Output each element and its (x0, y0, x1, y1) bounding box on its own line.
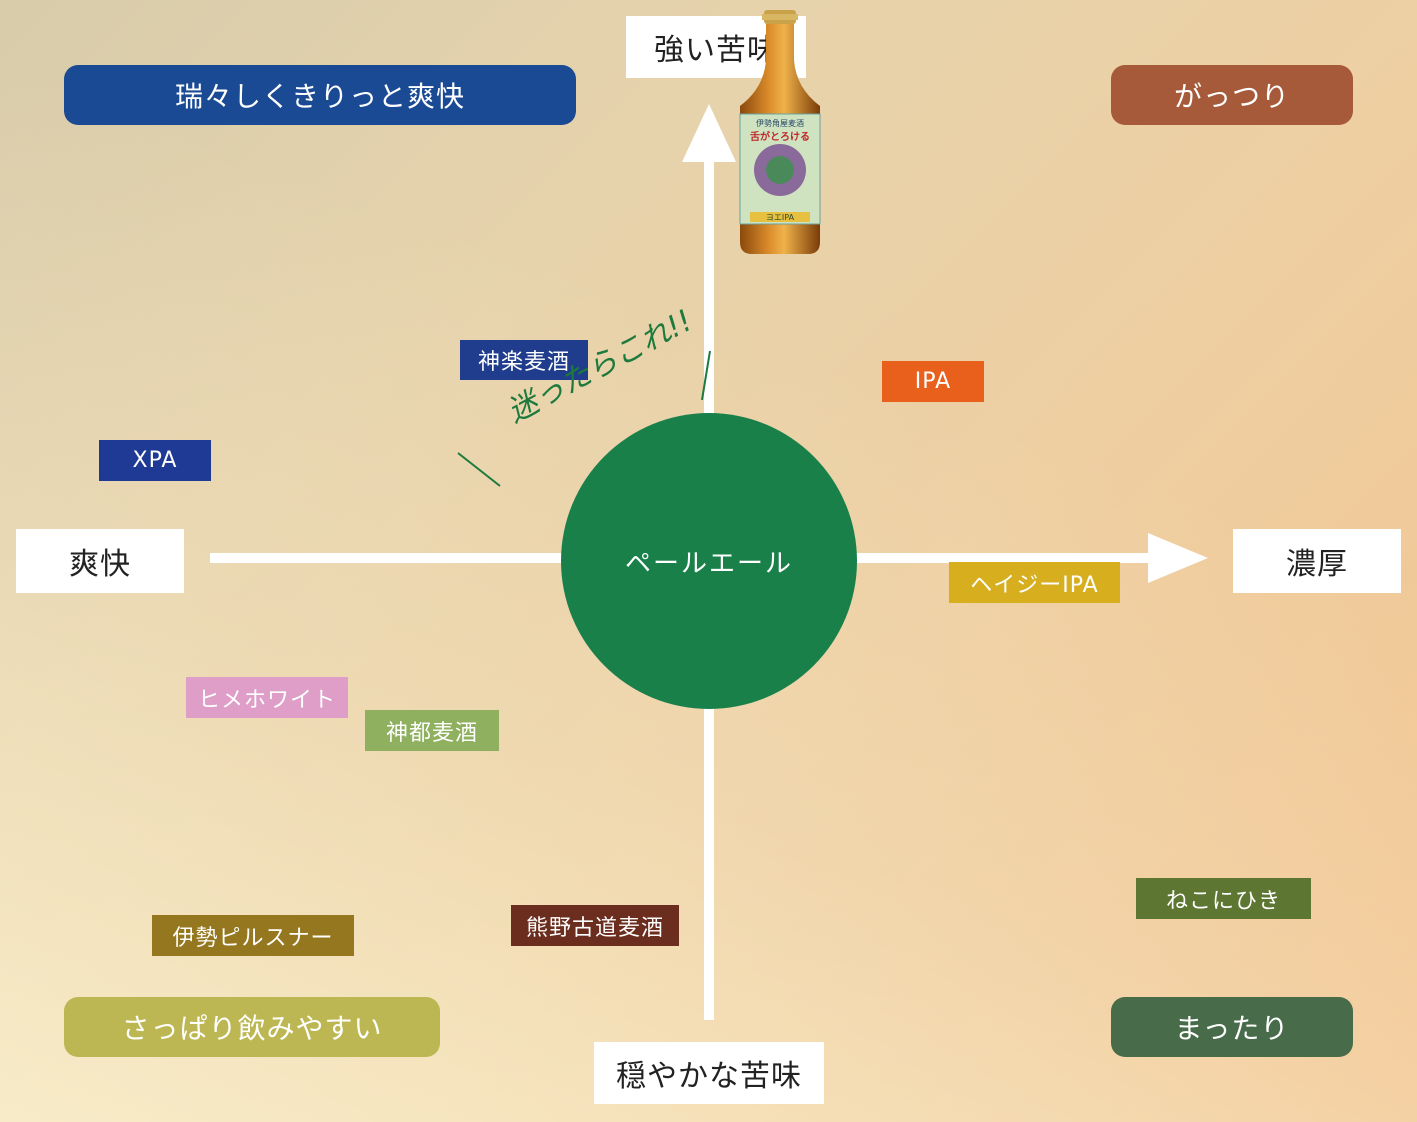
axis-label-bottom: 穏やかな苦味 (594, 1042, 824, 1104)
beer-tag-xpa: XPA (99, 440, 211, 481)
corner-label-top-left: 瑞々しくきりっと爽快 (64, 65, 576, 125)
beer-tag-kumano: 熊野古道麦酒 (511, 905, 679, 946)
beer-tag-shinto: 神都麦酒 (365, 710, 499, 751)
beer-bottle-image: 伊勢角屋麦酒 舌がとろける ヨエIPA (739, 10, 821, 254)
corner-label-bottom-left: さっぱり飲みやすい (64, 997, 440, 1057)
bottle-label-line-1: 伊勢角屋麦酒 (756, 118, 804, 128)
corner-label-bottom-right: まったり (1111, 997, 1353, 1057)
corner-label-top-right: がっつり (1111, 65, 1353, 125)
beer-tag-kagura: 神楽麦酒 (460, 340, 588, 380)
beer-tag-hazy-ipa: ヘイジーIPA (949, 562, 1120, 603)
beer-tag-ipa: IPA (882, 361, 984, 402)
axis-label-left: 爽快 (16, 529, 184, 593)
note-stroke-left (457, 452, 501, 487)
bottle-label-line-3: ヨエIPA (766, 213, 795, 222)
beer-tag-ise-pilsner: 伊勢ピルスナー (152, 915, 354, 956)
axis-label-right: 濃厚 (1233, 529, 1401, 593)
up-arrow-icon (682, 104, 736, 162)
right-arrow-icon (1148, 533, 1208, 583)
center-pale-ale-circle: ペールエール (561, 413, 857, 709)
bottle-label-line-2: 舌がとろける (750, 130, 810, 143)
note-stroke-right (701, 350, 711, 401)
beer-tag-nekonihiki: ねこにひき (1136, 878, 1311, 919)
beer-tag-hime-white: ヒメホワイト (186, 677, 348, 718)
